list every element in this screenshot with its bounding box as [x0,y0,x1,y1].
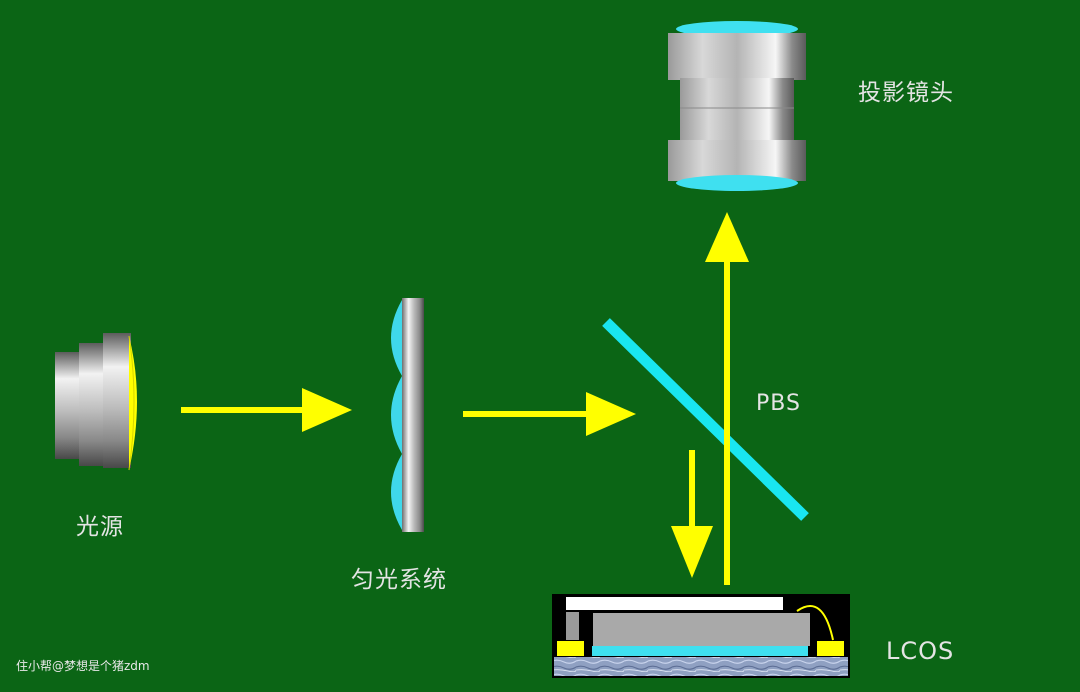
light-ray-1 [181,388,352,432]
lcos-label: LCOS [886,637,955,665]
light-source-icon [55,333,137,471]
watermark: 住小帮@梦想是个猪zdm [16,659,150,673]
homogenizer-label: 匀光系统 [351,567,447,593]
light-ray-2 [463,392,636,436]
light-source-label: 光源 [76,514,124,540]
fly-eye-lens-icon [391,298,424,532]
projection-lens-label: 投影镜头 [858,80,954,106]
pbs-label: PBS [756,391,801,416]
light-ray-up [705,212,749,585]
light-ray-down [671,450,713,578]
pbs-plate-icon [602,318,809,521]
lcos-panel-icon [552,594,850,678]
projection-lens-icon [668,21,806,191]
